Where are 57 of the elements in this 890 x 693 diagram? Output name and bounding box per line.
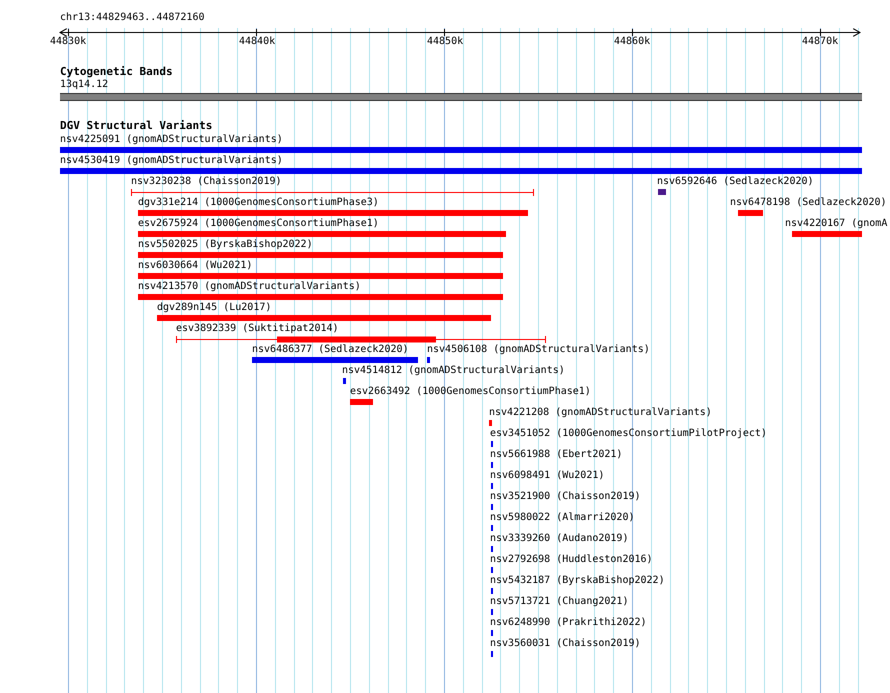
variant-label: nsv2792698 (Huddleston2016) [490,554,653,566]
variant-label: nsv4530419 (gnomADStructuralVariants) [60,155,283,167]
coordinate-range: chr13:44829463..44872160 [60,12,204,24]
variant-label: nsv3339260 (Audano2019) [490,533,628,545]
tick-label: 44860k [614,36,650,48]
variant-bar [138,252,503,258]
tick-label: 44870k [802,36,838,48]
variant-label: esv2675924 (1000GenomesConsortiumPhase1) [138,218,379,230]
variant-bar [138,210,528,216]
variant-range-bar [131,189,534,196]
tick-label: 44840k [239,36,276,48]
tick-label: 44830k [50,36,86,48]
variant-label: nsv3521900 (Chaisson2019) [490,491,641,503]
variant-label: esv3451052 (1000GenomesConsortiumPilotProject) [490,428,767,440]
variant-label: esv2663492 (1000GenomesConsortiumPhase1) [350,386,591,398]
variant-label: nsv3230238 (Chaisson2019) [131,176,282,188]
variant-label: nsv6478198 (Sedlazeck2020) [730,197,887,209]
variant-label: nsv4213570 (gnomADStructuralVariants) [138,281,361,293]
variant-bar [60,147,862,153]
variant-bar [343,378,346,384]
variant-label: esv3892339 (Suktitipat2014) [176,323,339,335]
track-title: Cytogenetic Bands [60,66,173,78]
chromosome-band [60,93,862,101]
variant-label: nsv6030664 (Wu2021) [138,260,252,272]
variant-label: nsv5432187 (ByrskaBishop2022) [490,575,665,587]
variant-label: nsv6098491 (Wu2021) [490,470,604,482]
variant-bar [658,189,666,195]
variant-bar [157,315,491,321]
variant-label: dgv331e214 (1000GenomesConsortiumPhase3) [138,197,379,209]
variant-label: nsv6486377 (Sedlazeck2020) [252,344,409,356]
variant-label: dgv289n145 (Lu2017) [157,302,272,314]
variant-bar [60,168,862,174]
variant-bar [489,420,492,426]
variant-label: nsv5713721 (Chuang2021) [490,596,628,608]
tick-label: 44850k [427,36,464,48]
variant-range-bar [176,336,546,343]
variant-label: nsv6592646 (Sedlazeck2020) [657,176,814,188]
variant-bar [792,231,862,237]
variant-label: nsv4506108 (gnomADStructuralVariants) [427,344,650,356]
variant-bar [427,357,430,363]
variant-bar [350,399,373,405]
variant-label: nsv5502025 (ByrskaBishop2022) [138,239,313,251]
variant-bar [138,294,503,300]
variant-label: nsv4514812 (gnomADStructuralVariants) [342,365,565,377]
variant-bar [138,231,506,237]
band-label: 13q14.12 [60,79,108,91]
variant-label: nsv4221208 (gnomADStructuralVariants) [489,407,712,419]
variant-label: nsv5980022 (Almarri2020) [490,512,634,524]
variant-label: nsv3560031 (Chaisson2019) [490,638,641,650]
variant-label: nsv5661988 (Ebert2021) [490,449,622,461]
variant-bar [252,357,418,363]
track-title: DGV Structural Variants [60,120,212,132]
variant-label: nsv4225091 (gnomADStructuralVariants) [60,134,283,146]
variant-label: nsv6248990 (Prakrithi2022) [490,617,647,629]
variant-bar [738,210,763,216]
variant-label: nsv4220167 (gnomA [785,218,888,230]
variant-bar [138,273,503,279]
